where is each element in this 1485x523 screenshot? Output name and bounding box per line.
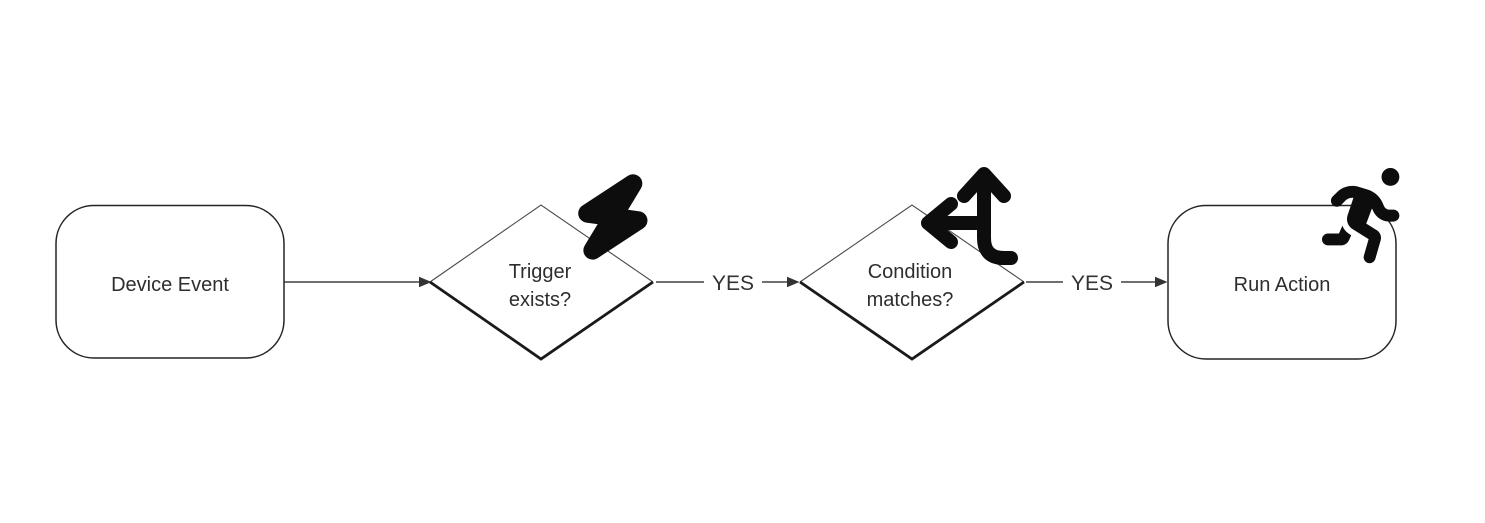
edge-event-to-trigger [284, 276, 432, 288]
arrow-left-head [921, 197, 958, 249]
node-trigger-exists: Trigger exists? [429, 174, 654, 361]
split-arrows-icon [921, 167, 1018, 265]
decision-edge-bottom [799, 280, 1025, 361]
edge-condition-to-action: YES [1026, 272, 1168, 295]
node-run-action: Run Action [1167, 168, 1400, 360]
edge-label-yes: YES [1071, 272, 1113, 295]
person-running-icon [1322, 168, 1400, 264]
process-shape [55, 204, 285, 359]
arrowhead-icon [1155, 276, 1168, 288]
node-condition-matches: Condition matches? [799, 167, 1025, 361]
node-label: Run Action [1234, 274, 1331, 296]
arrowhead-icon [419, 276, 432, 288]
lightning-bolt-icon [578, 174, 648, 260]
node-label-line2: exists? [509, 289, 571, 311]
arrowhead-icon [787, 276, 800, 288]
split-arrows-stem [977, 174, 1018, 265]
node-label: Device Event [111, 274, 229, 296]
node-label-line1: Trigger [509, 261, 572, 283]
node-device-event: Device Event [55, 204, 285, 359]
decision-edge-bottom [429, 280, 654, 361]
arrow-up-head [957, 167, 1011, 203]
edge-trigger-to-condition: YES [656, 272, 800, 295]
node-label-line2: matches? [867, 289, 954, 311]
edge-label-yes: YES [712, 272, 754, 295]
node-label-line1: Condition [868, 261, 953, 283]
decision-edge-top [429, 204, 654, 283]
